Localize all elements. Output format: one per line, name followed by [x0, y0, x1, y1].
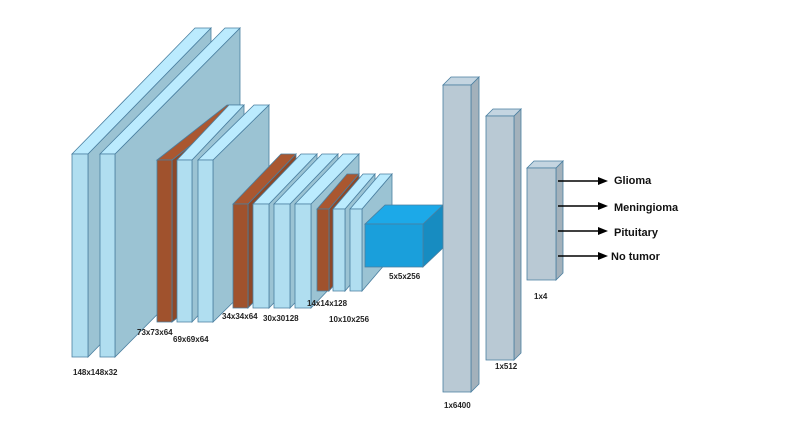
block-final-pool-front [364, 223, 424, 268]
label-conv4: 10x10x256 [329, 315, 370, 324]
arrow-head-1 [598, 202, 608, 210]
class-label-glioma: Glioma [614, 175, 652, 187]
block-output-front [526, 167, 557, 281]
block-flatten [442, 76, 480, 393]
class-label-pituitary: Pituitary [614, 227, 659, 239]
block-conv3-1-front [252, 203, 270, 309]
block-conv3-3-front [294, 203, 312, 309]
block-conv4-2-front [349, 208, 363, 292]
block-output-top [526, 160, 564, 169]
label-output: 1x4 [534, 292, 548, 301]
block-conv2-1-front [176, 159, 193, 323]
output-arrows [558, 177, 608, 260]
block-flatten-side [470, 76, 480, 393]
block-conv4-1-front [332, 208, 346, 292]
block-dense [485, 108, 522, 361]
label-dense: 1x512 [495, 362, 518, 371]
block-output-side [555, 160, 564, 281]
block-pool2-front [232, 203, 249, 309]
block-output [526, 160, 564, 281]
label-final-pool: 5x5x256 [389, 272, 421, 281]
block-flatten-front [442, 84, 472, 393]
label-flatten: 1x6400 [444, 401, 471, 410]
label-pool3: 14x14x128 [307, 299, 348, 308]
block-input-2-front [99, 153, 116, 358]
block-input-1-front [71, 153, 89, 358]
label-pool2: 34x34x64 [222, 312, 258, 321]
arrow-head-3 [598, 252, 608, 260]
class-label-meningioma: Meningioma [614, 202, 679, 214]
block-pool3-front [316, 208, 330, 292]
block-conv2-2-front [197, 159, 214, 323]
arrow-head-0 [598, 177, 608, 185]
block-conv3-2-front [273, 203, 291, 309]
class-label-no-tumor: No tumor [611, 251, 661, 263]
label-pool1: 73x73x64 [137, 328, 173, 337]
block-dense-side [513, 108, 522, 361]
label-conv2: 69x69x64 [173, 335, 209, 344]
block-final-pool [363, 204, 445, 268]
block-pool1-front [156, 159, 173, 323]
arrow-head-2 [598, 227, 608, 235]
label-conv3: 30x30128 [263, 314, 299, 323]
block-dense-front [485, 115, 515, 361]
layer-blocks [71, 27, 564, 393]
label-input: 148x148x32 [73, 368, 118, 377]
